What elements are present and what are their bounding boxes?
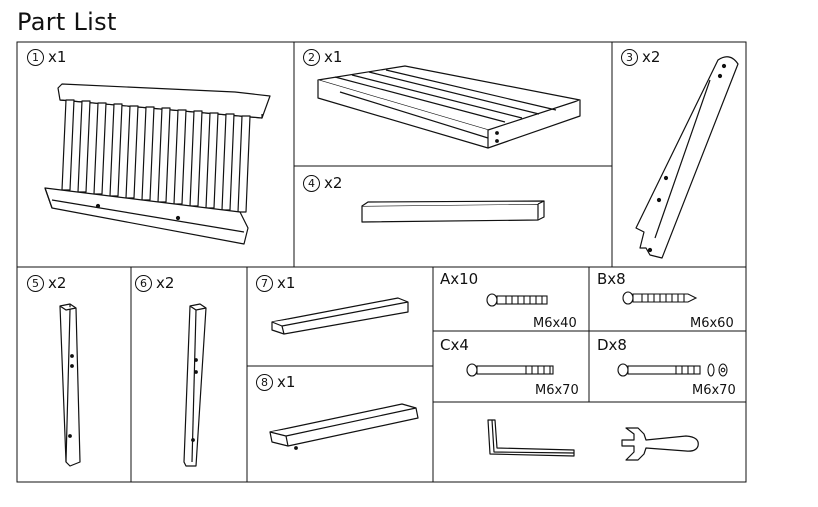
part-3-label: 3 x2 — [621, 48, 660, 66]
part-number-badge: 8 — [256, 373, 273, 391]
bolt-a-icon — [486, 293, 548, 307]
hardware-a-label: Ax10 — [440, 270, 479, 288]
part-5-leg — [59, 303, 81, 467]
part-number-badge: 4 — [303, 174, 320, 192]
part-quantity: x1 — [277, 274, 296, 292]
hardware-b-size: M6x60 — [690, 316, 734, 331]
part-6-label: 6 x2 — [135, 274, 174, 292]
part-8-label: 8 x1 — [256, 373, 295, 391]
allen-key-icon — [487, 419, 575, 457]
part-quantity: x2 — [48, 274, 67, 292]
wrench-icon — [621, 427, 699, 461]
part-quantity: x1 — [324, 48, 343, 66]
part-4-label: 4 x2 — [303, 174, 342, 192]
bolt-c-icon — [466, 363, 554, 377]
part-8-support-bar — [269, 403, 419, 450]
part-number-badge: 7 — [256, 274, 273, 292]
part-quantity: x1 — [277, 373, 296, 391]
hardware-c-size: M6x70 — [535, 383, 579, 398]
part-number-badge: 6 — [135, 274, 152, 292]
hardware-b-label: Bx8 — [597, 270, 626, 288]
part-7-armrest-bar — [271, 297, 409, 335]
part-2-label: 2 x1 — [303, 48, 342, 66]
part-1-backrest — [44, 83, 271, 245]
part-quantity: x2 — [324, 174, 343, 192]
hardware-d-label: Dx8 — [597, 336, 627, 354]
table-frame — [16, 41, 747, 483]
part-6-leg — [183, 303, 207, 467]
hardware-d-size: M6x70 — [692, 383, 736, 398]
part-1-label: 1 x1 — [27, 48, 66, 66]
part-5-label: 5 x2 — [27, 274, 66, 292]
part-quantity: x2 — [642, 48, 661, 66]
hardware-a-size: M6x40 — [533, 316, 577, 331]
part-4-beam — [361, 200, 545, 223]
page-title: Part List — [17, 8, 117, 36]
part-3-side-rail — [635, 56, 739, 259]
part-2-seat — [317, 65, 581, 149]
part-number-badge: 5 — [27, 274, 44, 292]
screw-b-icon — [622, 291, 698, 305]
part-7-label: 7 x1 — [256, 274, 295, 292]
bolt-d-icon — [617, 363, 728, 377]
part-quantity: x2 — [156, 274, 175, 292]
part-number-badge: 3 — [621, 48, 638, 66]
part-quantity: x1 — [48, 48, 67, 66]
part-number-badge: 1 — [27, 48, 44, 66]
hardware-c-label: Cx4 — [440, 336, 469, 354]
part-number-badge: 2 — [303, 48, 320, 66]
